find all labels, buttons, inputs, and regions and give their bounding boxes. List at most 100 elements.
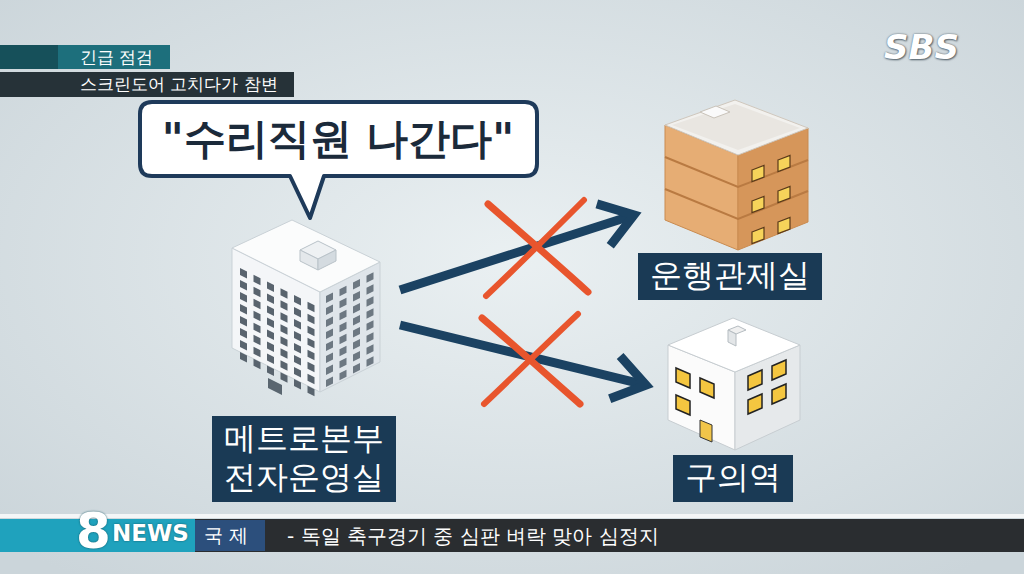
- ticker-text-box: - 독일 축구경기 중 심판 벼락 맞아 심정지: [265, 520, 1024, 551]
- bar-text: 스크린도어 고치다가 참변: [80, 75, 278, 94]
- window: [308, 350, 315, 361]
- window: [254, 311, 261, 322]
- window: [294, 379, 301, 390]
- ticker-band: [0, 519, 1024, 552]
- window: [700, 378, 714, 398]
- window: [367, 308, 374, 319]
- window: [267, 318, 274, 329]
- window: [340, 346, 347, 357]
- window: [676, 368, 690, 388]
- news-logo-word: NEWS: [112, 522, 189, 545]
- flow-arrow: [400, 204, 634, 290]
- category-box: 국 제: [195, 520, 265, 551]
- bar-text: 긴급 점검: [80, 48, 153, 67]
- window: [326, 317, 333, 328]
- window: [778, 186, 790, 202]
- window: [294, 307, 301, 318]
- window: [254, 335, 261, 346]
- window: [281, 348, 288, 359]
- window: [353, 327, 360, 338]
- window: [353, 339, 360, 350]
- window: [340, 358, 347, 369]
- window: [240, 328, 247, 339]
- window: [308, 374, 315, 385]
- window: [340, 370, 347, 381]
- arrow-head: [597, 204, 634, 246]
- channel-logo: SBS: [884, 30, 959, 64]
- bar-text: - 독일 축구경기 중 심판 벼락 맞아 심정지: [287, 525, 659, 547]
- window: [267, 342, 274, 353]
- speech-bubble: "수리직원 나간다": [140, 102, 537, 176]
- window: [281, 288, 288, 299]
- window: [240, 292, 247, 303]
- window: [340, 334, 347, 345]
- window: [340, 298, 347, 309]
- window: [748, 370, 762, 390]
- window: [326, 293, 333, 304]
- window: [281, 372, 288, 383]
- window: [281, 324, 288, 335]
- window: [752, 227, 764, 243]
- station-node: 구의역: [660, 310, 806, 502]
- window: [367, 320, 374, 331]
- window: [772, 384, 786, 404]
- window: [353, 279, 360, 290]
- window: [778, 217, 790, 233]
- window: [281, 300, 288, 311]
- window: [254, 287, 261, 298]
- window: [308, 386, 315, 397]
- window: [340, 310, 347, 321]
- window: [326, 377, 333, 388]
- window: [326, 353, 333, 364]
- window: [778, 155, 790, 171]
- quote-text: "수리직원 나간다": [162, 116, 514, 162]
- window: [326, 305, 333, 316]
- window: [267, 282, 274, 293]
- window: [353, 303, 360, 314]
- office-building: [232, 220, 380, 396]
- window: [367, 272, 374, 283]
- bubble-outline-path: [140, 102, 537, 218]
- window: [353, 351, 360, 362]
- window: [267, 366, 274, 377]
- window: [308, 326, 315, 337]
- window: [326, 341, 333, 352]
- window: [254, 359, 261, 370]
- window: [308, 362, 315, 373]
- headline-bar: 스크린도어 고치다가 참변: [0, 72, 294, 97]
- blocked-cross: [482, 314, 580, 404]
- window: [294, 367, 301, 378]
- window: [240, 268, 247, 279]
- caption-strip: [0, 45, 58, 69]
- window: [353, 291, 360, 302]
- window: [294, 295, 301, 306]
- station-building: [668, 318, 800, 450]
- window: [267, 294, 274, 305]
- window: [240, 304, 247, 315]
- control-room-building: [665, 100, 808, 250]
- arrow-head: [610, 356, 646, 399]
- window: [340, 322, 347, 333]
- flow-arrow: [400, 325, 646, 399]
- news-logo-number: 8: [76, 506, 111, 556]
- window: [281, 312, 288, 323]
- control-room-node: 운행관제실: [636, 98, 824, 300]
- window: [367, 356, 374, 367]
- window: [340, 286, 347, 297]
- topic-bar: 긴급 점검: [58, 45, 170, 69]
- window: [240, 280, 247, 291]
- window: [752, 165, 764, 181]
- window: [294, 331, 301, 342]
- place-label: 운행관제실: [638, 253, 822, 300]
- window: [367, 344, 374, 355]
- window: [240, 352, 247, 363]
- window: [267, 306, 274, 317]
- blocked-cross: [486, 200, 588, 296]
- window: [267, 354, 274, 365]
- window: [294, 355, 301, 366]
- window: [748, 394, 762, 414]
- window: [254, 347, 261, 358]
- bar-text: 국 제: [204, 525, 248, 546]
